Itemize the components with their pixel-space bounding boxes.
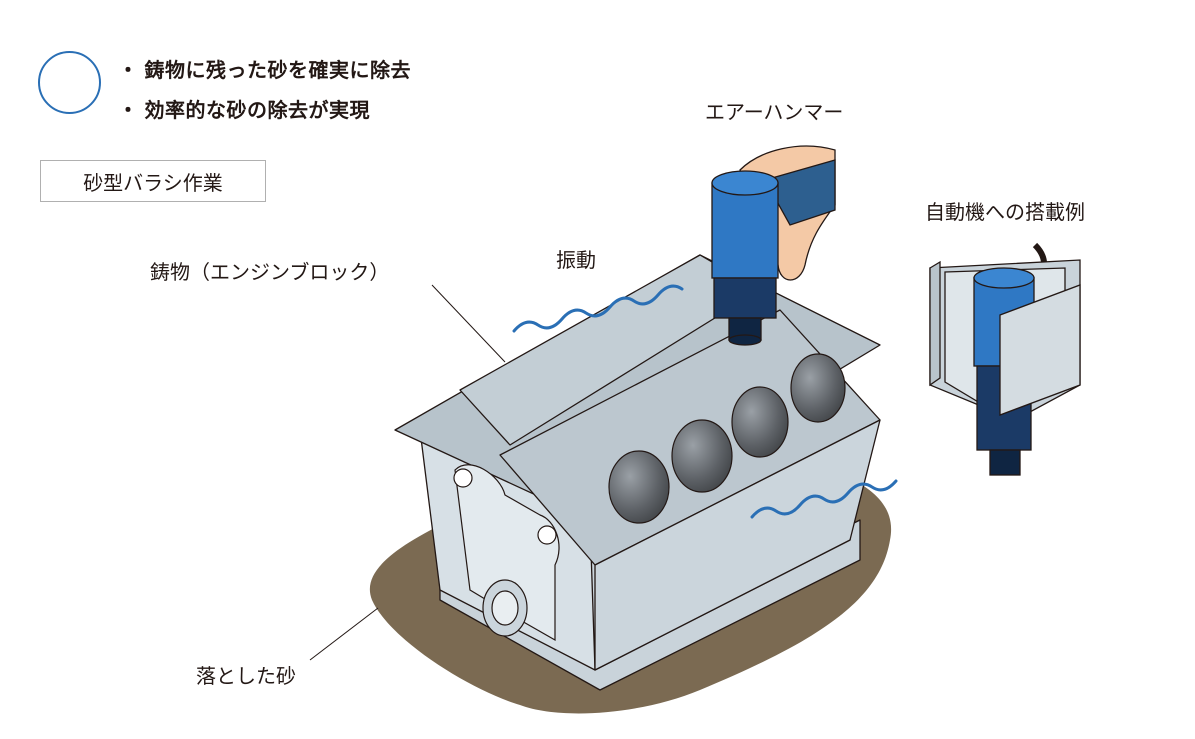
cylinder-bore: [672, 420, 732, 492]
cylinder-bore: [791, 354, 845, 422]
task-label-box: 砂型バラシ作業: [40, 160, 266, 202]
benefit-item: ・効率的な砂の除去が実現: [118, 94, 370, 123]
task-label: 砂型バラシ作業: [83, 167, 223, 196]
benefit-item: ・鋳物に残った砂を確実に除去: [118, 54, 411, 83]
air-hammer-label: エアーハンマー: [705, 96, 843, 125]
ok-circle-icon: [38, 51, 101, 114]
cylinder-bore: [609, 451, 669, 523]
bullet: ・: [118, 98, 139, 122]
benefit-text: 効率的な砂の除去が実現: [145, 98, 371, 122]
auto-mount-illustration: [930, 245, 1080, 475]
fallen-sand-label: 落とした砂: [196, 660, 296, 689]
cylinder-bore: [732, 387, 788, 457]
bullet: ・: [118, 58, 139, 82]
benefit-text: 鋳物に残った砂を確実に除去: [145, 58, 412, 82]
auto-mount-label: 自動機への搭載例: [925, 196, 1085, 225]
casting-label: 鋳物（エンジンブロック）: [150, 256, 389, 285]
vibration-label: 振動: [556, 244, 596, 273]
